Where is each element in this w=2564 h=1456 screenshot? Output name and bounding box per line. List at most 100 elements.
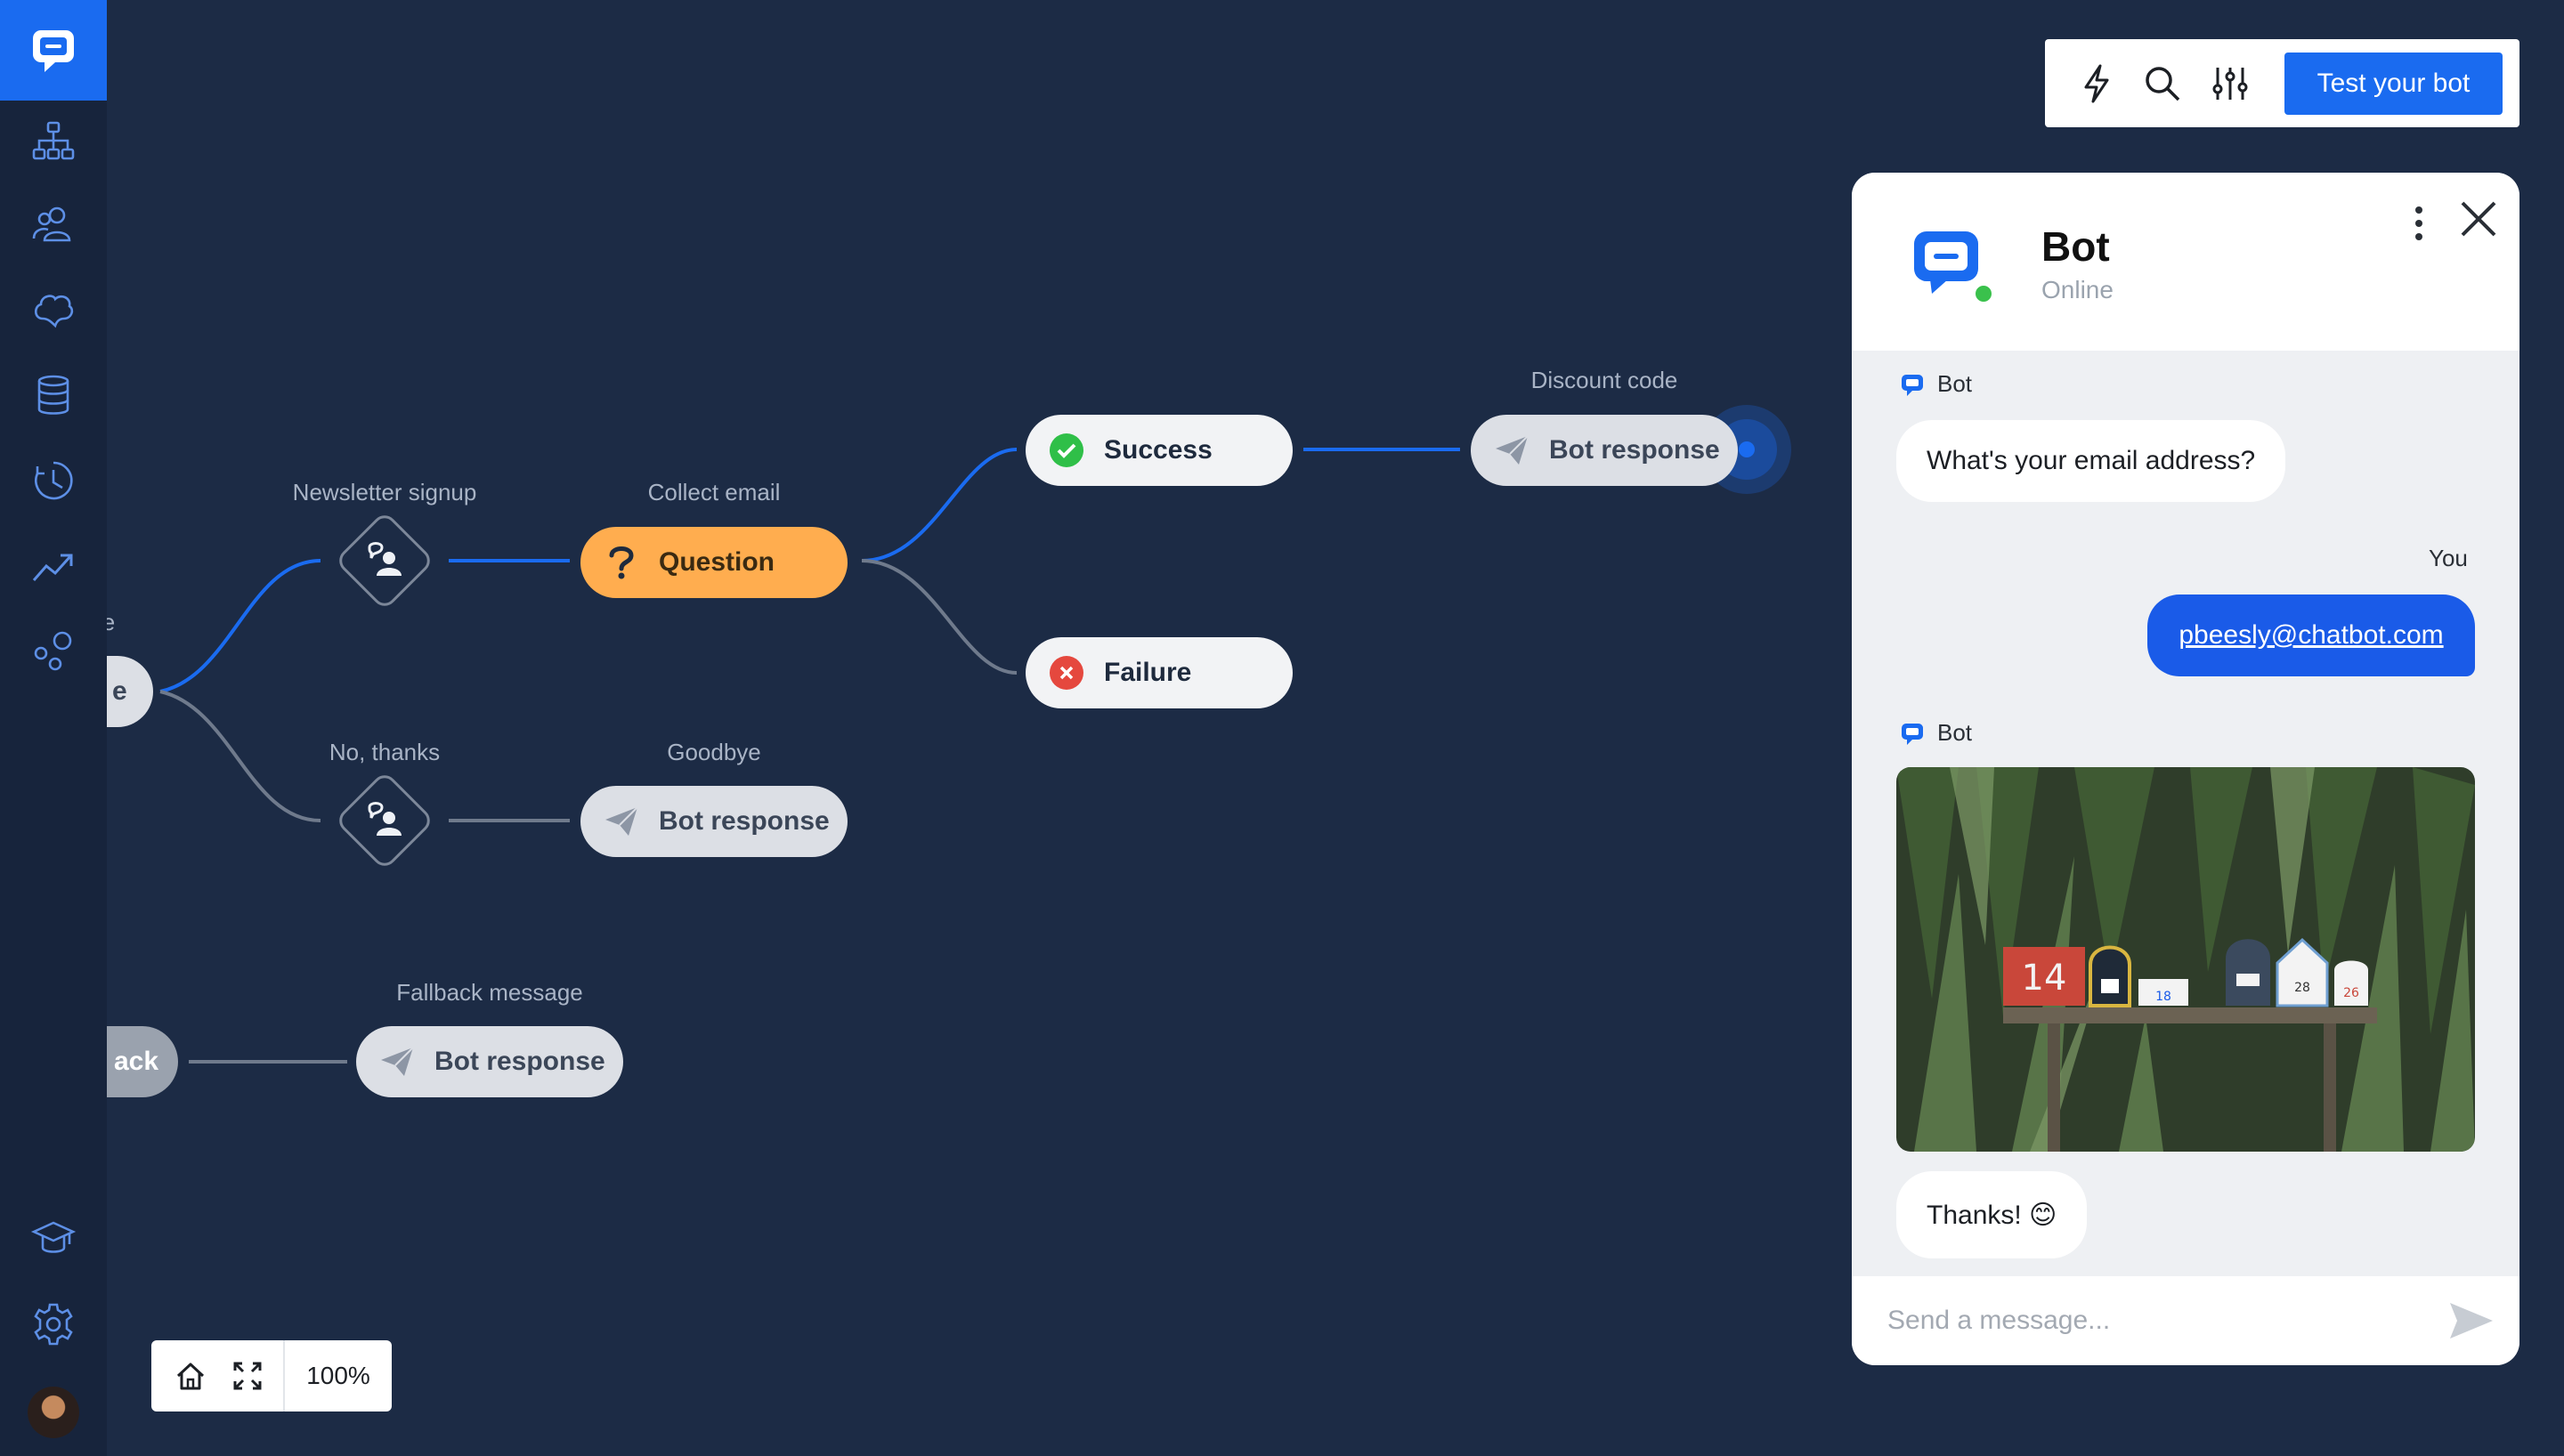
database-icon [37, 375, 69, 415]
chatbot-logo[interactable] [0, 0, 107, 101]
fallback-message-node-text: Bot response [434, 1047, 605, 1076]
link-start-nothanks [159, 690, 321, 822]
chat-status: Online [2041, 276, 2114, 303]
sidebar-item-data[interactable] [27, 368, 80, 422]
sidebar-item-integrations[interactable] [27, 625, 80, 678]
failure-node-text: Failure [1104, 658, 1192, 687]
close-icon [2461, 201, 2496, 237]
bot-mini-icon [1902, 723, 1923, 745]
goodbye-node-text: Bot response [659, 806, 830, 836]
message-sender: Bot [1900, 370, 1972, 398]
expand-icon [233, 1362, 262, 1390]
check-circle-icon [1047, 431, 1086, 470]
bot-message: Thanks! 😊 [1896, 1171, 2088, 1258]
zoom-level[interactable]: 100% [306, 1362, 370, 1389]
history-clock-icon [35, 461, 73, 500]
question-node[interactable]: Question [580, 527, 848, 598]
bot-image-message[interactable]: 14 18 28 26 [1896, 767, 2475, 1152]
message-input[interactable] [1852, 1276, 2519, 1365]
user-message[interactable]: pbeesly@chatbot.com [2147, 595, 2475, 676]
discount-code-label: Discount code [1530, 367, 1678, 393]
sidebar-item-users[interactable] [27, 198, 80, 251]
chat-header: Bot Online [1852, 173, 2519, 351]
goodbye-label: Goodbye [667, 739, 761, 765]
online-indicator [1973, 283, 1994, 304]
home-view-button[interactable] [171, 1356, 210, 1395]
integrations-icon [34, 631, 72, 671]
sidebar-item-stories[interactable] [27, 114, 80, 167]
lightning-button[interactable] [2072, 59, 2122, 109]
bot-message: What's your email address? [1896, 420, 2286, 502]
question-mark-icon [602, 543, 641, 582]
svg-text:14: 14 [2022, 958, 2067, 999]
link-start-newsletter [159, 559, 321, 693]
discount-code-node-text: Bot response [1549, 435, 1720, 465]
sidebar-item-history[interactable] [27, 454, 80, 507]
brain-icon [34, 295, 74, 328]
paper-plane-icon [602, 802, 641, 841]
fit-to-screen-button[interactable] [228, 1356, 267, 1395]
send-button[interactable] [2448, 1299, 2495, 1342]
failure-node[interactable]: Failure [1026, 637, 1293, 708]
gear-icon [34, 1303, 73, 1346]
flow-tree-icon [32, 121, 75, 160]
graduation-cap-icon [30, 1221, 77, 1253]
sidebar-item-settings[interactable] [27, 1298, 80, 1351]
more-options-button[interactable] [2406, 201, 2432, 246]
zoom-divider [283, 1340, 285, 1412]
search-icon [2146, 67, 2180, 101]
no-thanks-label: No, thanks [329, 739, 441, 765]
chat-logo-icon [33, 29, 74, 72]
user-avatar[interactable] [28, 1387, 79, 1438]
collect-email-label: Collect email [647, 479, 781, 506]
test-chat-widget: Bot Online Bot What's your email address… [1852, 173, 2519, 1365]
question-node-text: Question [659, 547, 775, 577]
search-button[interactable] [2138, 59, 2187, 109]
paper-plane-icon [377, 1042, 417, 1081]
zoom-controls: 100% [151, 1340, 392, 1412]
fallback-message-node[interactable]: Bot response [356, 1026, 623, 1097]
fallback-message-label: Fallback message [396, 979, 583, 1006]
send-icon [2450, 1303, 2493, 1339]
filters-button[interactable] [2205, 59, 2255, 109]
discount-code-node[interactable]: Bot response [1471, 415, 1738, 486]
chat-title: Bot [2041, 223, 2110, 270]
flow-canvas[interactable]: e e Newsletter signup Collect email Ques… [107, 0, 2564, 1456]
users-icon [32, 206, 71, 242]
sidebar-item-academy[interactable] [27, 1210, 80, 1264]
trending-up-icon [32, 554, 73, 581]
message-sender-you: You [2429, 545, 2468, 571]
link-question-failure [861, 559, 1018, 675]
mailboxes-photo: 14 18 28 26 [1896, 767, 2475, 1152]
fallback-node[interactable]: ack [107, 1026, 178, 1097]
user-input-icon [358, 794, 411, 847]
link-question-success [861, 448, 1018, 562]
sidebar-item-reports[interactable] [27, 539, 80, 593]
home-icon [176, 1363, 205, 1390]
newsletter-signup-label: Newsletter signup [292, 479, 477, 506]
user-input-icon [358, 534, 411, 587]
fallback-node-text: ack [114, 1047, 159, 1076]
active-node-dot [1739, 441, 1755, 457]
message-sender: Bot [1900, 719, 1972, 747]
sidebar-item-ai[interactable] [27, 283, 80, 336]
success-node-text: Success [1104, 435, 1213, 465]
bot-logo-icon [1914, 231, 1978, 294]
x-circle-icon [1047, 653, 1086, 692]
close-chat-button[interactable] [2454, 194, 2503, 244]
svg-text:18: 18 [2155, 990, 2171, 1004]
kebab-menu-icon [2415, 206, 2422, 240]
bot-mini-icon [1902, 374, 1923, 396]
paper-plane-icon [1492, 431, 1531, 470]
top-toolbar: Test your bot [2045, 39, 2519, 127]
lightning-icon [2084, 64, 2109, 103]
start-node-text: e [112, 676, 127, 706]
sidebar [0, 0, 107, 1456]
svg-text:26: 26 [2343, 986, 2359, 1000]
sliders-icon [2212, 68, 2248, 100]
success-node[interactable]: Success [1026, 415, 1293, 486]
goodbye-node[interactable]: Bot response [580, 786, 848, 857]
test-your-bot-button[interactable]: Test your bot [2284, 53, 2503, 115]
start-node-label: e [107, 609, 116, 635]
svg-text:28: 28 [2294, 981, 2310, 995]
